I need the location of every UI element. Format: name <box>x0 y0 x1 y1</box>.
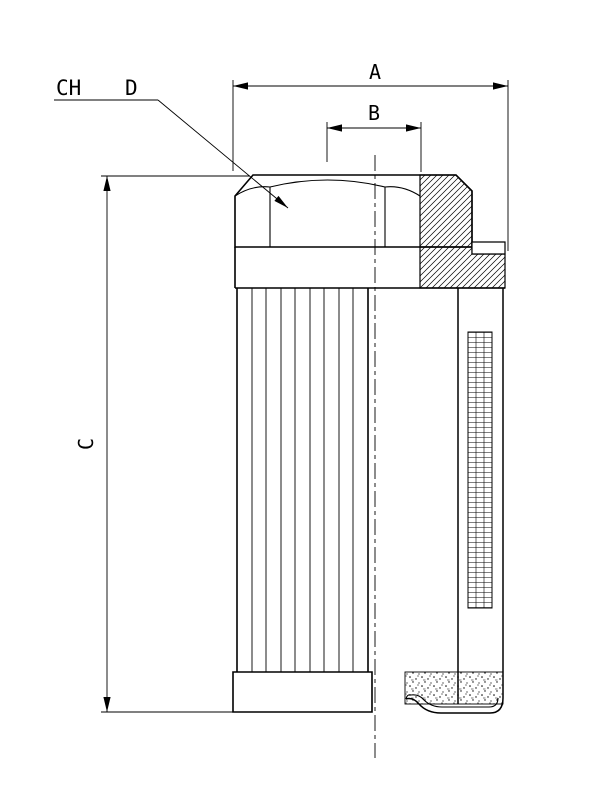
arrowhead <box>493 82 508 90</box>
arrowhead <box>103 697 111 712</box>
rim-step <box>471 241 506 255</box>
bowl-assembly <box>404 288 504 714</box>
dimension-a-label: A <box>369 60 381 84</box>
hex-chamfer-arc-left <box>234 186 271 197</box>
dimension-c: C <box>74 175 250 713</box>
filter-pleats <box>236 288 369 672</box>
arrowhead <box>327 124 342 132</box>
dimension-c-label: C <box>74 438 98 450</box>
hex-chamfer-arc-right <box>384 186 421 197</box>
bowl-bottom-inner <box>410 694 499 708</box>
dimension-b-label: B <box>368 101 380 125</box>
stipple-media <box>404 671 504 705</box>
bowl-curl-tip <box>405 694 412 700</box>
dimension-b: B <box>326 101 422 172</box>
callout-ch-label: CH <box>56 76 81 100</box>
arrowhead <box>274 195 288 208</box>
dimension-a: A <box>232 60 509 251</box>
bottom-end-cap <box>232 671 373 713</box>
arrowhead <box>406 124 421 132</box>
leader-line <box>157 99 289 209</box>
flange-collar <box>234 241 506 289</box>
arrowhead <box>233 82 248 90</box>
callout-d-label: D <box>125 76 138 100</box>
section-hatch-head <box>419 174 473 248</box>
bowl-bottom-outer <box>405 697 504 714</box>
hex-chamfer-arc-middle <box>269 179 386 188</box>
mesh-screen <box>467 331 493 609</box>
callout-ch-d: CH D <box>54 76 289 209</box>
arrowhead <box>103 176 111 191</box>
